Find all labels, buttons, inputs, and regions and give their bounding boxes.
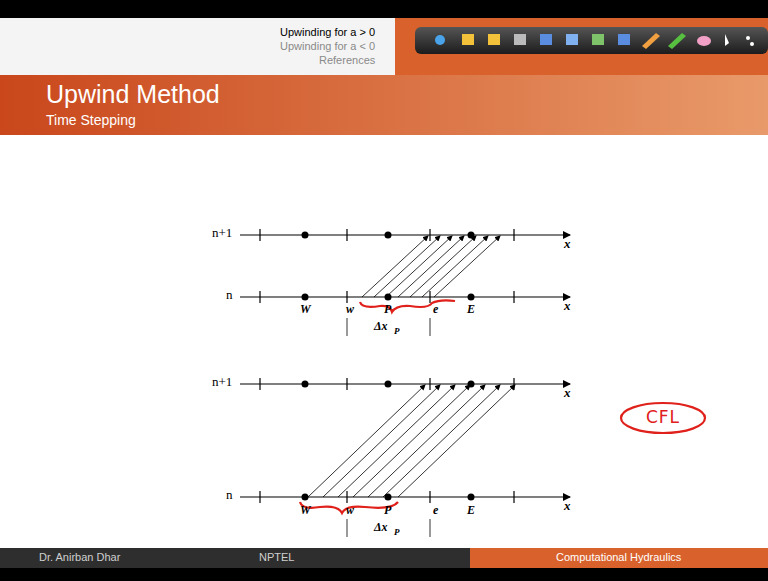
node-label: E: [467, 303, 475, 317]
slide-subtitle: Time Stepping: [46, 112, 136, 128]
footer-text: NPTEL: [259, 551, 294, 564]
cell-width: Δx: [374, 320, 388, 334]
face-label: e: [433, 504, 438, 518]
node-label: P: [384, 504, 391, 518]
time-level: n+1: [212, 375, 232, 390]
cell-width: Δx: [374, 521, 388, 535]
node-label: W: [300, 303, 311, 317]
time-level: n+1: [212, 226, 232, 241]
axis-label: x: [564, 299, 571, 314]
face-label: e: [433, 303, 438, 317]
axis-label: x: [564, 499, 571, 514]
cell-width-subscript: P: [394, 326, 400, 336]
annotation-ellipse: CFL: [619, 401, 707, 435]
footer-author: Dr. Anirban Dhar: [39, 551, 120, 564]
cell-width-subscript: P: [394, 527, 400, 537]
nav-item: Upwinding for a < 0: [280, 40, 375, 53]
slide-title: Upwind Method: [46, 80, 220, 109]
time-level: n: [226, 288, 233, 303]
footer-course: Computational Hydraulics: [556, 551, 681, 564]
axis-label: x: [564, 386, 571, 401]
axis-label: x: [564, 237, 571, 252]
text-holder: CFL: [619, 401, 707, 428]
node-label: W: [300, 504, 311, 518]
nav-item: References: [319, 54, 375, 67]
face-label: w: [346, 303, 354, 317]
node-label: P: [384, 303, 391, 317]
node-label: E: [467, 504, 475, 518]
time-level: n: [226, 488, 233, 503]
face-label: w: [346, 504, 354, 518]
nav-item: Upwinding for a > 0: [280, 26, 375, 39]
handwritten-note: CFL: [619, 408, 707, 428]
